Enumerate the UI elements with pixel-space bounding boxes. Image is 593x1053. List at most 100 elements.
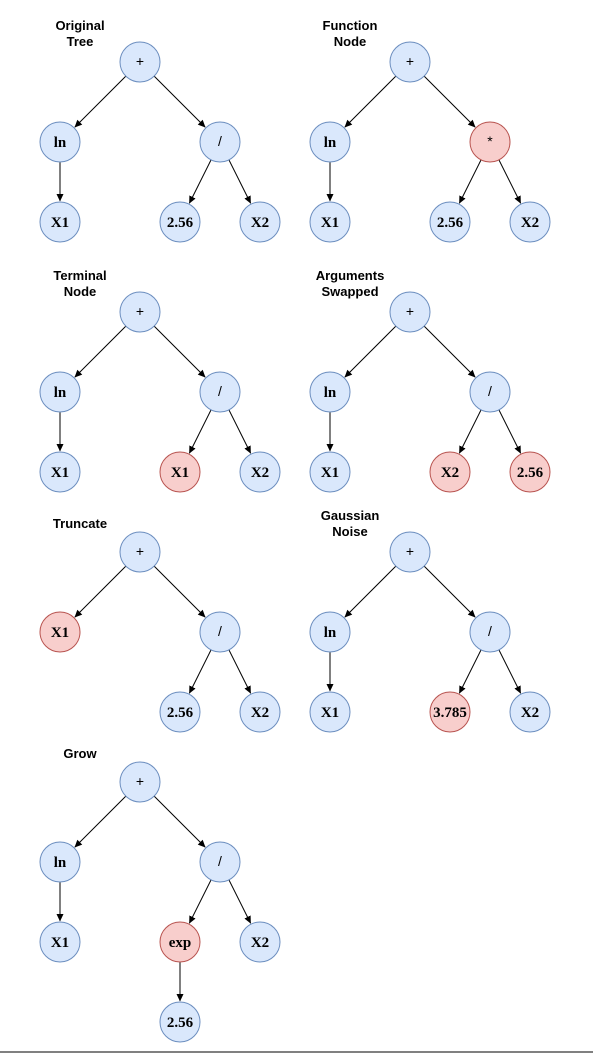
tree-node: X2 <box>239 691 281 733</box>
tree-edge <box>228 159 252 204</box>
mutated-node: 3.785 <box>429 691 471 733</box>
mutated-node: * <box>469 121 511 163</box>
panel-caption: Noise <box>332 524 367 539</box>
node-label: / <box>218 853 222 869</box>
tree-node: 2.56 <box>429 201 471 243</box>
node-circle <box>469 121 511 163</box>
tree-node: + <box>389 41 431 83</box>
tree-edge <box>498 159 522 204</box>
node-circle <box>469 611 511 653</box>
tree-node: + <box>389 291 431 333</box>
tree-edge <box>153 325 206 378</box>
node-label: 2.56 <box>167 1015 194 1031</box>
tree-node: + <box>389 531 431 573</box>
node-circle <box>389 531 431 573</box>
node-circle <box>39 201 81 243</box>
tree-edge <box>423 565 476 618</box>
node-label: X2 <box>251 215 269 231</box>
tree-edge <box>344 565 397 618</box>
node-circle <box>199 371 241 413</box>
node-label: ln <box>324 385 337 401</box>
tree-edge <box>74 565 127 618</box>
node-label: ln <box>54 855 67 871</box>
node-circle <box>309 691 351 733</box>
node-label: ln <box>324 135 337 151</box>
node-circle <box>39 921 81 963</box>
tree-node: + <box>119 761 161 803</box>
node-circle <box>119 761 161 803</box>
tree-node: ln <box>39 371 81 413</box>
node-label: X2 <box>251 705 269 721</box>
tree-edge <box>228 649 252 694</box>
panel-caption: Arguments <box>316 268 385 283</box>
node-label: / <box>218 383 222 399</box>
tree-edge <box>188 409 212 454</box>
node-label: + <box>136 53 144 69</box>
tree-node: X1 <box>39 451 81 493</box>
tree-node: + <box>119 41 161 83</box>
tree-node: X1 <box>39 921 81 963</box>
tree-node: / <box>469 611 511 653</box>
tree-node: / <box>199 371 241 413</box>
tree-node: ln <box>39 121 81 163</box>
node-label: X2 <box>251 935 269 951</box>
tree-edge <box>228 409 252 454</box>
node-circle <box>429 451 471 493</box>
tree-node: ln <box>309 371 351 413</box>
panel-caption: Truncate <box>53 516 107 531</box>
mutated-node: X1 <box>159 451 201 493</box>
node-circle <box>159 451 201 493</box>
tree-node: / <box>469 371 511 413</box>
node-label: X1 <box>321 705 339 721</box>
node-circle <box>159 201 201 243</box>
tree-edge <box>188 649 212 694</box>
tree-edge <box>423 325 476 378</box>
node-label: + <box>136 303 144 319</box>
node-circle <box>39 841 81 883</box>
tree-node: / <box>199 611 241 653</box>
node-label: / <box>488 623 492 639</box>
node-circle <box>509 451 551 493</box>
node-label: 2.56 <box>167 705 194 721</box>
node-label: X1 <box>51 215 69 231</box>
tree-edge <box>344 75 397 128</box>
tree-edge <box>423 75 476 128</box>
tree-node: X1 <box>309 691 351 733</box>
node-circle <box>429 201 471 243</box>
node-label: + <box>406 53 414 69</box>
node-label: X2 <box>521 215 539 231</box>
panel-caption: Original <box>55 18 104 33</box>
node-circle <box>309 121 351 163</box>
node-label: ln <box>54 385 67 401</box>
node-label: X1 <box>51 465 69 481</box>
tree-edge <box>74 75 127 128</box>
mutated-node: X2 <box>429 451 471 493</box>
node-circle <box>309 451 351 493</box>
node-circle <box>199 121 241 163</box>
tree-edge <box>153 75 206 128</box>
node-circle <box>119 531 161 573</box>
node-label: 2.56 <box>167 215 194 231</box>
node-label: / <box>218 623 222 639</box>
tree-edge <box>228 879 252 924</box>
node-circle <box>469 371 511 413</box>
node-circle <box>389 291 431 333</box>
tree-edge <box>153 795 206 848</box>
node-circle <box>39 371 81 413</box>
tree-edge <box>74 795 127 848</box>
tree-node: X1 <box>309 451 351 493</box>
node-circle <box>159 1001 201 1043</box>
tree-node: 2.56 <box>159 691 201 733</box>
node-label: X2 <box>251 465 269 481</box>
node-circle <box>159 691 201 733</box>
tree-node: + <box>119 531 161 573</box>
node-circle <box>389 41 431 83</box>
tree-node: 2.56 <box>159 201 201 243</box>
node-circle <box>199 841 241 883</box>
